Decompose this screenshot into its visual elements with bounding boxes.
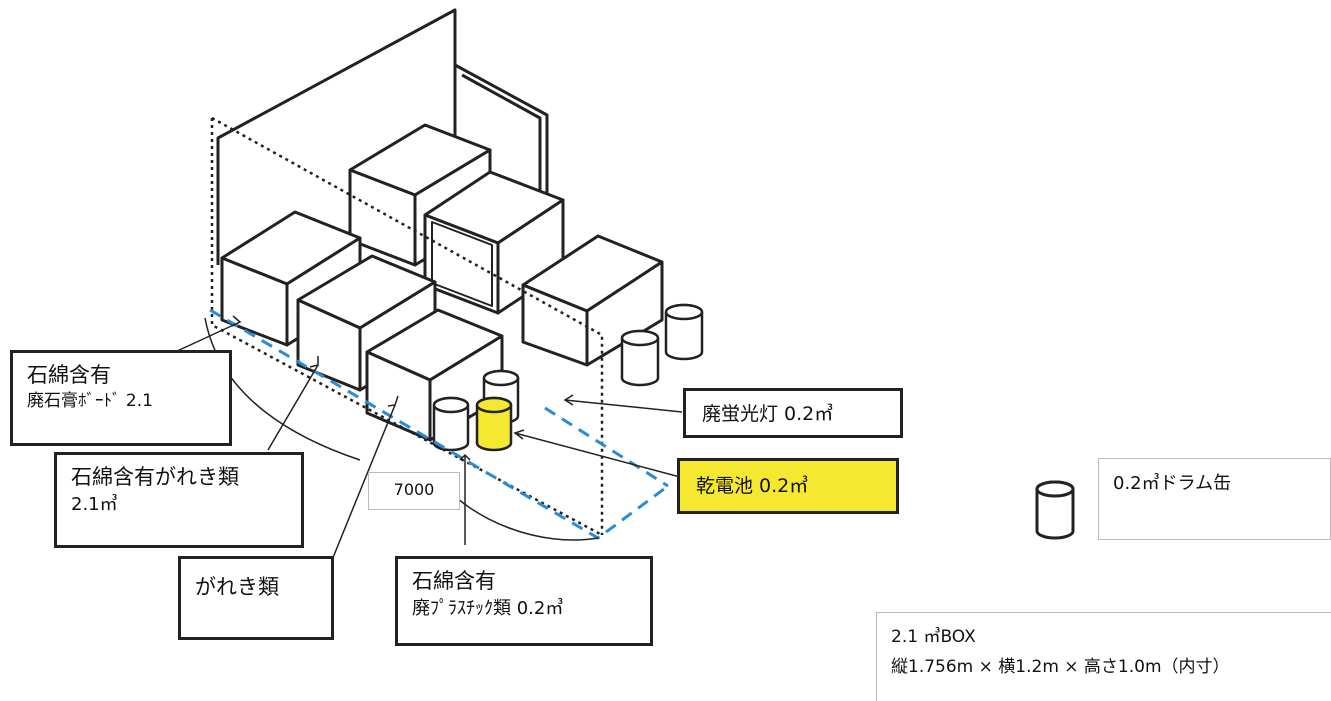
box-middle	[423, 170, 565, 315]
label-fluorescent: 廃蛍光灯 0.2㎥	[683, 388, 903, 438]
blue-dashed-back	[544, 406, 669, 488]
legend-drum-box: 0.2㎥ドラム缶	[1098, 458, 1331, 540]
leader-fluorescent	[564, 399, 683, 413]
label-fluorescent-text: 廃蛍光灯 0.2㎥	[702, 403, 834, 425]
label-asbestos-plastic-line2: 廃ﾌﾟﾗｽﾁｯｸ類 0.2㎥	[412, 598, 564, 620]
legend-drum-icon	[1035, 480, 1075, 540]
label-battery-text: 乾電池 0.2㎥	[696, 475, 809, 497]
dotted-area-top	[211, 116, 604, 535]
leader-battery	[514, 432, 681, 478]
legend-box-spec: 2.1 ㎥BOX 縦1.756m × 横1.2m × 高さ1.0m（内寸）	[876, 612, 1331, 701]
label-rubble-text: がれき類	[195, 575, 279, 599]
label-asbestos-plastic-line1: 石綿含有	[412, 569, 496, 593]
drum-group-front	[432, 369, 520, 452]
label-battery: 乾電池 0.2㎥	[677, 458, 899, 514]
leader-asbestos-rubble	[267, 364, 319, 451]
label-asbestos-plastic: 石綿含有 廃ﾌﾟﾗｽﾁｯｸ類 0.2㎥	[395, 556, 653, 646]
drum-group-right	[620, 303, 704, 387]
label-asbestos-rubble: 石綿含有がれき類 2.1㎥	[54, 452, 304, 548]
label-asbestos-rubble-line1: 石綿含有がれき類	[71, 465, 239, 489]
legend-box-line2: 縦1.756m × 横1.2m × 高さ1.0m（内寸）	[891, 656, 1230, 677]
leader-asbestos-board	[174, 321, 241, 353]
dimension-curve	[204, 317, 361, 461]
label-asbestos-board-line2: 廃石膏ﾎﾞｰﾄﾞ 2.1	[27, 391, 153, 412]
label-rubble: がれき類	[178, 556, 334, 640]
legend-drum-text: 0.2㎥ドラム缶	[1113, 473, 1232, 494]
legend-box-line1: 2.1 ㎥BOX	[891, 627, 976, 647]
back-wall	[216, 8, 457, 265]
leader-rubble	[329, 404, 396, 566]
box-right	[521, 234, 664, 367]
label-asbestos-rubble-line2: 2.1㎥	[71, 494, 118, 516]
label-asbestos-board: 石綿含有 廃石膏ﾎﾞｰﾄﾞ 2.1	[10, 350, 232, 446]
dimension-value: 7000	[393, 480, 435, 499]
label-asbestos-board-line1: 石綿含有	[27, 363, 111, 387]
side-wall	[454, 63, 549, 200]
dimension-label: 7000	[368, 472, 460, 510]
